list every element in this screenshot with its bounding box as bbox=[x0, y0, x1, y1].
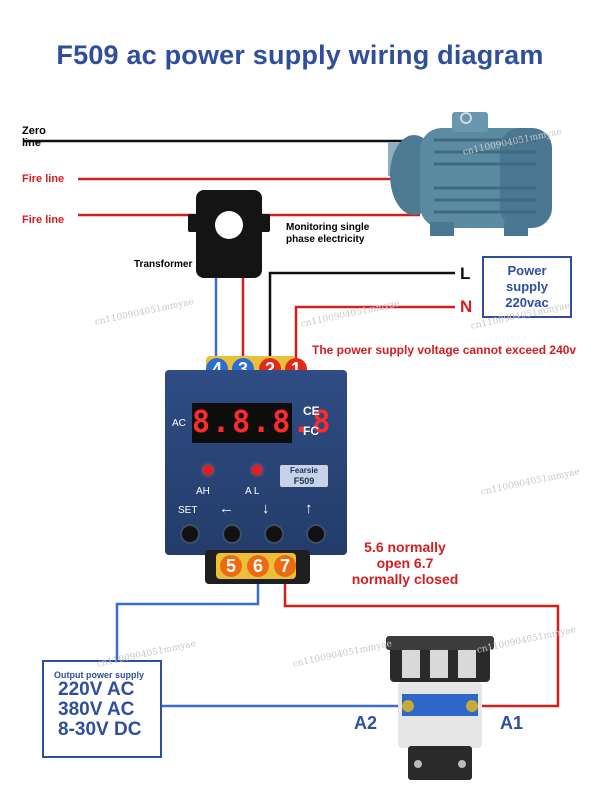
transformer-clamp bbox=[188, 190, 270, 278]
power-supply-line3: 220vac bbox=[505, 295, 549, 310]
terminal-7: 7 bbox=[274, 555, 296, 577]
digital-display: 8.8.8.8 bbox=[192, 403, 330, 443]
output-caption: Output power supply bbox=[54, 670, 144, 680]
power-supply-box: Power supply 220vac bbox=[482, 256, 572, 318]
output-blue-wire bbox=[115, 575, 260, 660]
output-red-wire bbox=[283, 575, 560, 708]
al-label: A L bbox=[245, 486, 260, 497]
fc-mark: FC bbox=[303, 424, 319, 438]
set-button[interactable] bbox=[180, 524, 200, 544]
power-supply-line1: Power bbox=[507, 263, 547, 278]
up-button[interactable] bbox=[306, 524, 326, 544]
fire-line-2-label: Fire line bbox=[22, 214, 65, 226]
terminal-6: 6 bbox=[247, 555, 269, 577]
fire-line-1-label: Fire line bbox=[22, 173, 65, 185]
voltage-note: The power supply voltage cannot exceed 2… bbox=[312, 343, 577, 357]
page-title: F509 ac power supply wiring diagram bbox=[56, 40, 544, 70]
down-arrow-icon: ↓ bbox=[262, 500, 270, 517]
transformer-label: Transformer bbox=[134, 259, 193, 270]
l-terminal-label: L bbox=[460, 264, 471, 283]
output-dc: 8-30V DC bbox=[58, 719, 142, 740]
output-power-box: Output power supply 220V AC 380V AC 8-30… bbox=[42, 660, 162, 758]
ac-label: AC bbox=[172, 418, 186, 429]
brand-badge: Fearsie F509 bbox=[280, 465, 328, 487]
terminal-5: 5 bbox=[220, 555, 242, 577]
ce-mark: CE bbox=[303, 404, 320, 418]
output-220v: 220V AC bbox=[58, 679, 135, 700]
model-name: F509 bbox=[293, 476, 315, 486]
set-label: SET bbox=[178, 505, 198, 516]
contact-note-line1: 5.6 normally bbox=[364, 539, 446, 555]
power-supply-line2: supply bbox=[506, 279, 548, 294]
zero-line-label: Zero line bbox=[22, 125, 46, 149]
ah-label: AH bbox=[196, 486, 210, 497]
down-button[interactable] bbox=[264, 524, 284, 544]
a1-label: A1 bbox=[500, 713, 524, 733]
left-button[interactable] bbox=[222, 524, 242, 544]
monitoring-label: Monitoring single phase electricity bbox=[286, 222, 370, 245]
output-380v: 380V AC bbox=[58, 699, 135, 720]
left-arrow-icon: ← bbox=[219, 500, 234, 517]
al-led bbox=[252, 465, 262, 475]
n-terminal-label: N bbox=[460, 297, 473, 316]
contact-note-line2: open 6.7 bbox=[376, 555, 434, 571]
contactor-illustration bbox=[386, 636, 494, 780]
ah-led bbox=[203, 465, 213, 475]
a2-label: A2 bbox=[354, 713, 378, 733]
brand-name: Fearsie bbox=[289, 466, 319, 475]
up-arrow-icon: ↑ bbox=[305, 500, 313, 517]
motor-illustration bbox=[388, 112, 552, 236]
contact-note-line3: normally closed bbox=[351, 571, 459, 587]
contact-note: 5.6 normally open 6.7 normally closed bbox=[350, 539, 460, 587]
l-supply-wire bbox=[268, 271, 455, 362]
n-supply-wire bbox=[294, 305, 455, 362]
